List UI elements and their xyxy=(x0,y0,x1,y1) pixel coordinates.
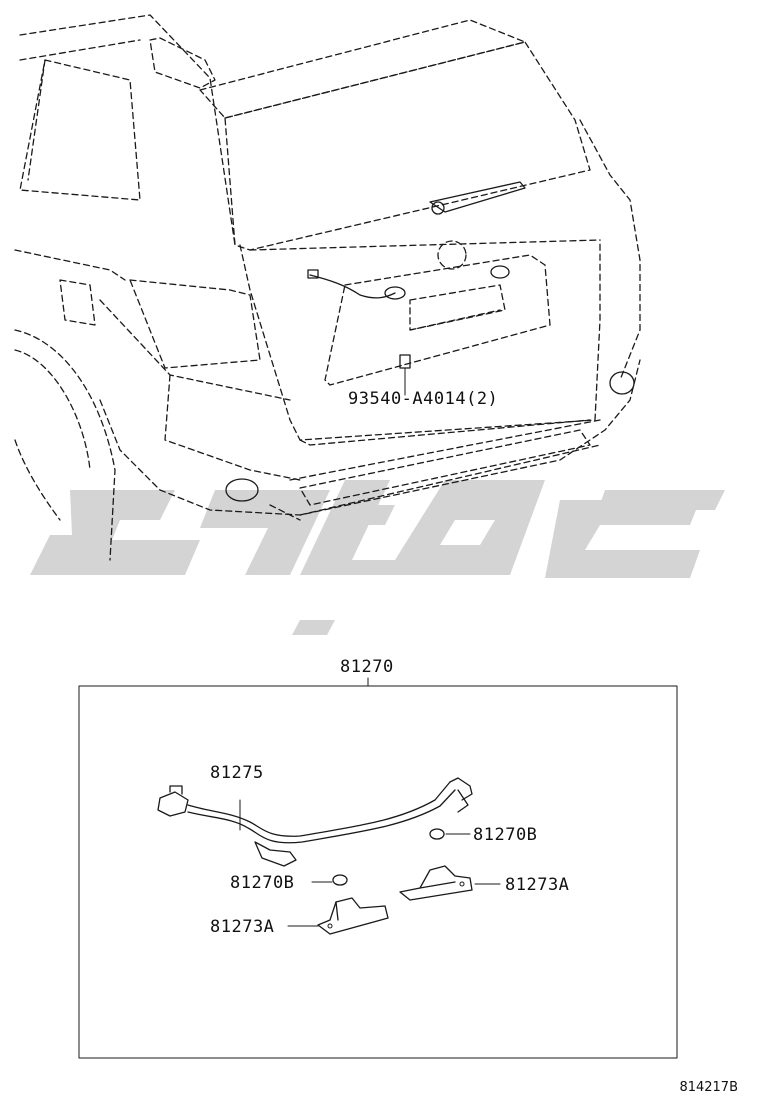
lamp-housing-right xyxy=(399,865,501,901)
assembly-part-label: 81270 xyxy=(340,657,394,677)
wire-part-label: 81275 xyxy=(210,763,264,783)
lamp-left-part-label: 81273A xyxy=(210,917,274,937)
bulb-lower xyxy=(332,874,348,886)
vehicle-rear-view xyxy=(14,14,641,561)
wire-harness xyxy=(157,777,473,867)
lamp-right-part-label: 81273A xyxy=(505,875,569,895)
bulb-upper xyxy=(429,828,445,840)
bolt-part-label: 93540-A4014(2) xyxy=(348,389,498,409)
bulb-upper-part-label: 81270B xyxy=(473,825,537,845)
watermark-logo xyxy=(30,480,725,635)
figure-code: 814217B xyxy=(679,1080,738,1095)
lamp-housing-left xyxy=(287,897,389,935)
bulb-lower-part-label: 81270B xyxy=(230,873,294,893)
kit-boundary-box xyxy=(78,685,678,1059)
assembly-kit xyxy=(78,677,678,1059)
